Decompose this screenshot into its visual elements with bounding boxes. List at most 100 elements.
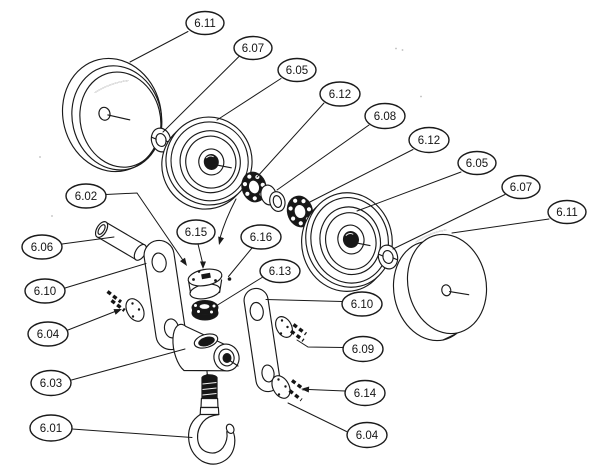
callout-text: 6.15 <box>185 227 207 239</box>
callout-6-09: 6.09 <box>342 335 384 363</box>
crosshead-body-drawing <box>172 323 240 372</box>
callout-text: 6.07 <box>242 43 264 55</box>
callout-6-08: 6.08 <box>364 102 406 130</box>
side-cover-left-drawing <box>61 57 163 173</box>
callout-bubble <box>27 321 69 347</box>
leader-6-05-left <box>216 78 282 121</box>
paper-speck <box>39 156 41 158</box>
callout-text: 6.05 <box>286 65 308 77</box>
flange-disc-left-drawing <box>106 290 145 322</box>
callout-text: 6.08 <box>374 111 396 123</box>
leader-6-06 <box>61 236 115 245</box>
callout-text: 6.06 <box>31 242 53 254</box>
callout-bubble <box>408 126 450 154</box>
arrowhead <box>113 309 122 315</box>
callout-6-15: 6.15 <box>176 219 216 245</box>
callout-text: 6.02 <box>75 191 97 203</box>
side-cover-right-drawing <box>392 229 488 342</box>
callout-6-07-upper-right: 6.07 <box>501 174 541 200</box>
callout-text: 6.10 <box>34 286 56 298</box>
leader-6-02 <box>105 192 184 262</box>
callout-text: 6.01 <box>40 423 62 435</box>
leader-6-12-b <box>303 149 414 206</box>
callout-bubble <box>277 57 317 83</box>
callout-text: 6.07 <box>510 182 532 194</box>
callouts: 6.11 6.07 6.05 6.12 6.08 6.12 6.05 6.07 <box>21 10 587 449</box>
leader-6-04-right <box>287 402 347 432</box>
washer-right-drawing <box>377 244 399 270</box>
callout-6-11-upper-right: 6.11 <box>547 199 587 225</box>
screw <box>292 323 308 336</box>
callout-text: 6.12 <box>329 89 351 101</box>
callout-text: 6.16 <box>250 232 272 244</box>
callout-bubble <box>341 291 383 317</box>
callout-bubble <box>185 10 225 36</box>
callout-text: 6.03 <box>40 378 62 390</box>
callout-bubble <box>344 379 386 407</box>
callout-6-11-upper-left: 6.11 <box>185 10 225 36</box>
screw <box>106 290 123 304</box>
callout-6-12-first: 6.12 <box>319 81 361 107</box>
leader-6-07-left <box>162 56 240 133</box>
screw <box>288 389 303 402</box>
flange-disc-upper-right-drawing <box>275 316 308 342</box>
callout-6-12-second: 6.12 <box>408 126 450 154</box>
cup-slot <box>201 272 211 280</box>
bushing-cup-drawing <box>187 268 223 300</box>
callout-text: 6.04 <box>356 430 379 442</box>
plate-hole-top <box>249 301 264 321</box>
paper-speck <box>51 215 53 217</box>
callout-bubble <box>24 278 66 304</box>
callout-6-13: 6.13 <box>259 258 301 284</box>
leader-dot <box>227 277 232 281</box>
hook-drawing <box>188 370 236 465</box>
callout-text: 6.12 <box>418 135 440 147</box>
plate-hole-top <box>151 252 167 273</box>
callout-text: 6.13 <box>269 266 291 278</box>
callout-6-10-right: 6.10 <box>341 291 383 317</box>
leader-6-11-right <box>451 218 550 234</box>
leader-6-12-a <box>256 102 325 178</box>
leader-6-05-right <box>356 171 462 212</box>
callout-bubble <box>319 81 361 107</box>
assembly-direction-arrow <box>219 198 237 239</box>
callout-6-10-left: 6.10 <box>24 278 66 304</box>
hook-bowl-inner <box>196 413 228 454</box>
hook-bowl-outer <box>188 413 236 465</box>
leader-6-10-left <box>64 263 147 289</box>
paper-speck <box>395 47 397 50</box>
callout-text: 6.11 <box>556 207 578 219</box>
callout-text: 6.14 <box>354 388 377 400</box>
callout-bubble <box>547 199 587 225</box>
callout-text: 6.05 <box>466 158 488 170</box>
leader-lines <box>61 31 550 438</box>
callout-bubble <box>259 258 301 284</box>
callout-6-03: 6.03 <box>30 369 72 397</box>
callout-6-05-upper-right: 6.05 <box>457 150 497 176</box>
leader-6-09 <box>296 339 344 348</box>
callout-bubble <box>346 421 388 449</box>
screw <box>289 329 305 342</box>
cover-center-hole <box>98 106 111 121</box>
spacer-sleeve-drawing <box>260 184 286 212</box>
leader-6-16 <box>228 247 253 277</box>
leader-6-01 <box>71 428 193 438</box>
leader-6-03 <box>71 348 186 381</box>
leader-6-10-right <box>265 299 343 302</box>
callout-6-05-upper-left: 6.05 <box>277 57 317 83</box>
ball-bearing-left-drawing <box>241 171 267 203</box>
callout-bubble <box>21 234 63 260</box>
callout-bubble <box>240 224 282 250</box>
callout-text: 6.10 <box>351 299 373 311</box>
side-plate-right-drawing <box>243 287 281 393</box>
flange-disc-lower-right-drawing <box>271 375 306 402</box>
callout-bubble <box>342 335 384 363</box>
callout-6-16: 6.16 <box>240 224 282 250</box>
leader-6-14 <box>308 389 346 392</box>
arrowhead <box>200 261 206 269</box>
sheave-right-drawing <box>301 192 393 292</box>
hook-tip <box>225 423 235 434</box>
callout-text: 6.09 <box>352 344 374 356</box>
leader-6-08 <box>276 124 370 191</box>
